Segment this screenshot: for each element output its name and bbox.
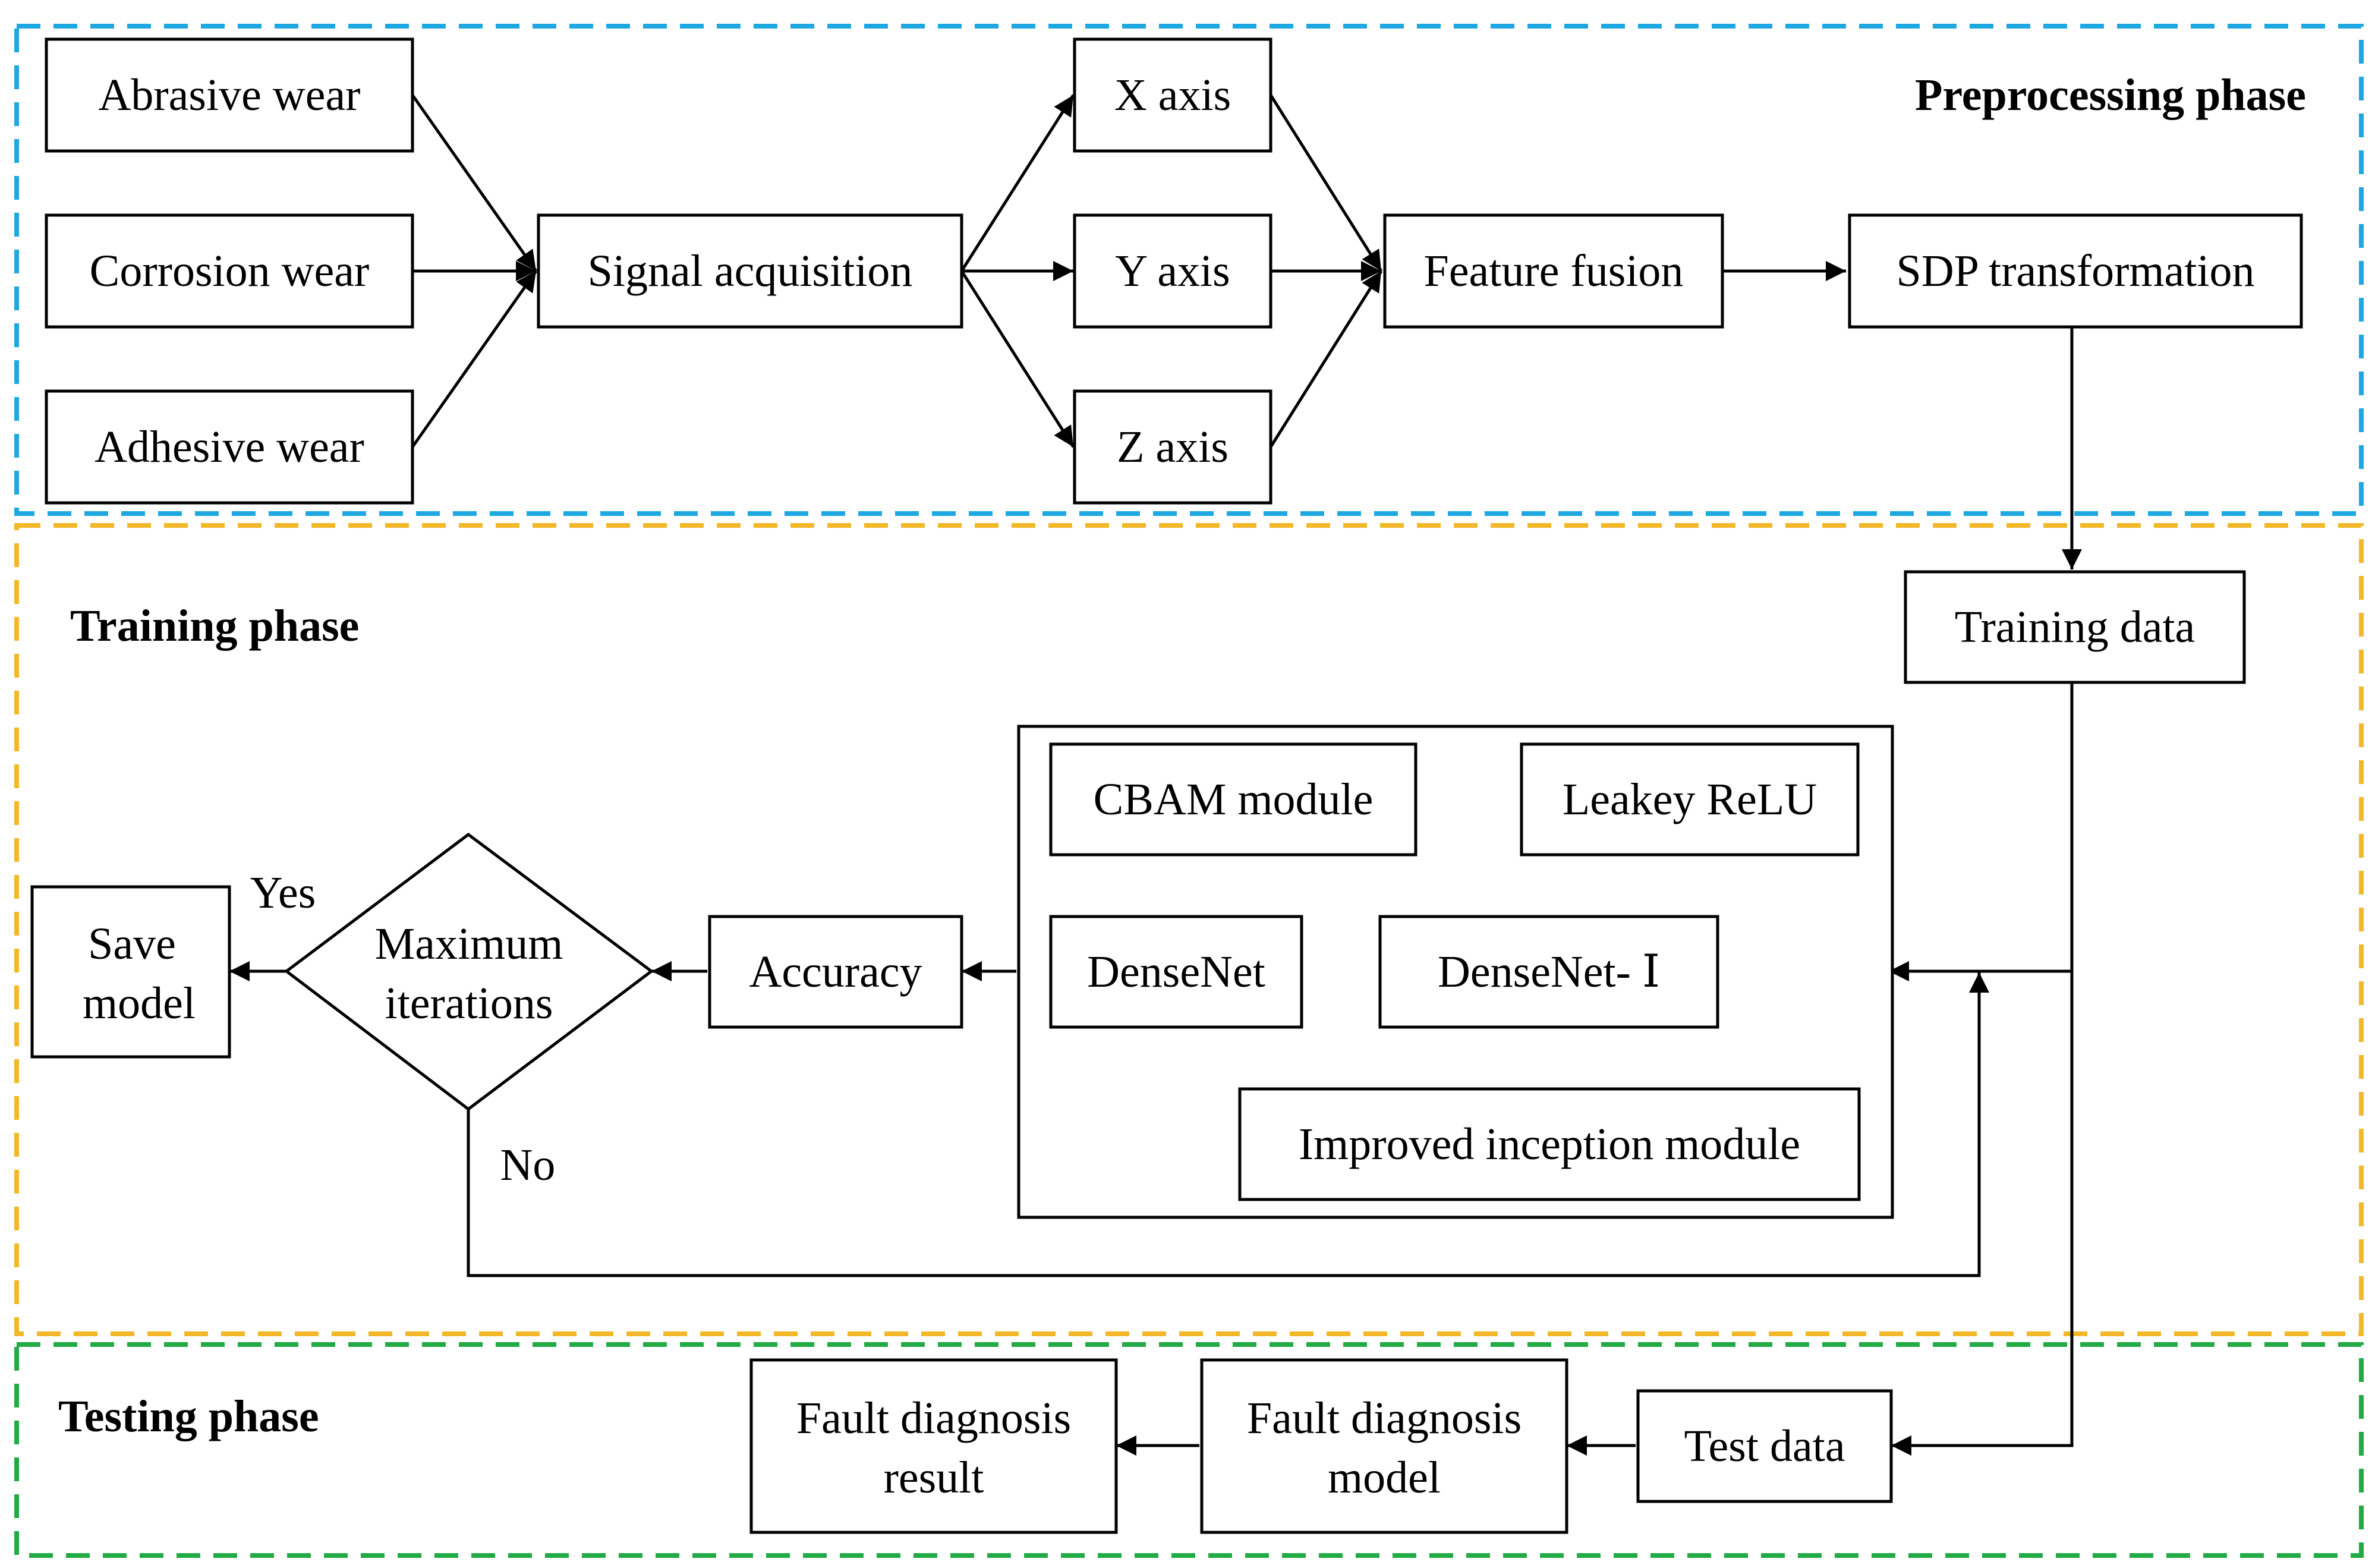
node-save-model: Save model	[30, 885, 231, 1059]
fault-diagnosis-model-label-line-1: Fault diagnosis	[1247, 1393, 1522, 1443]
node-maximum-iterations: Maximum iterations	[283, 832, 654, 1112]
preprocessing-phase-region	[14, 24, 2364, 516]
testing-phase-title: Testing phase	[58, 1391, 319, 1441]
node-fault-diagnosis-result: Fault diagnosis result	[749, 1358, 1118, 1534]
densenet-i-label: DenseNet- Ⅰ	[1438, 947, 1660, 997]
x-axis-label: X axis	[1114, 70, 1231, 120]
y-axis-label: Y axis	[1115, 246, 1230, 296]
node-sdp-transformation: SDP transformation	[1848, 213, 2303, 329]
signal-acquisition-label: Signal acquisition	[588, 246, 913, 296]
adhesive-wear-label: Adhesive wear	[94, 422, 364, 472]
node-training-data: Training data	[1904, 570, 2246, 684]
testing-phase-region	[14, 1342, 2364, 1558]
training-phase-region	[14, 523, 2364, 1336]
node-signal-acquisition: Signal acquisition	[537, 213, 963, 329]
yes-edge-label: Yes	[250, 868, 316, 918]
node-x-axis: X axis	[1073, 37, 1272, 153]
corrosion-wear-label: Corrosion wear	[90, 246, 370, 296]
node-leakey-relu: Leakey ReLU	[1520, 742, 1860, 857]
training-data-label: Training data	[1955, 602, 2195, 652]
abrasive-wear-label: Abrasive wear	[98, 70, 360, 120]
no-edge-label: No	[500, 1140, 556, 1190]
test-data-label: Test data	[1684, 1421, 1845, 1471]
sdp-transformation-label: SDP transformation	[1896, 246, 2254, 296]
improved-inception-label: Improved inception module	[1299, 1119, 1800, 1169]
arrow-z-axis-to-fusion	[1269, 270, 1383, 448]
node-accuracy: Accuracy	[708, 915, 963, 1029]
save-model-label-line-1: Save	[88, 919, 176, 969]
fault-diagnosis-result-label-line-2: result	[884, 1453, 984, 1503]
max-iterations-label-line-2: iterations	[385, 978, 553, 1028]
node-cbam-module: CBAM module	[1049, 742, 1417, 857]
densenet-label: DenseNet	[1087, 947, 1265, 997]
leakey-relu-label: Leakey ReLU	[1563, 774, 1817, 824]
node-corrosion-wear: Corrosion wear	[45, 213, 414, 329]
node-fault-diagnosis-model: Fault diagnosis model	[1200, 1358, 1568, 1534]
arrow-training-data-to-test-data	[1891, 971, 2074, 1456]
connectors	[229, 94, 2082, 1456]
max-iterations-label-line-1: Maximum	[375, 919, 563, 969]
node-densenet-i: DenseNet- Ⅰ	[1378, 915, 1719, 1029]
fault-diagnosis-model-label-line-2: model	[1328, 1453, 1441, 1503]
node-adhesive-wear: Adhesive wear	[45, 389, 414, 505]
node-abrasive-wear: Abrasive wear	[45, 37, 414, 153]
node-feature-fusion: Feature fusion	[1383, 213, 1724, 329]
arrow-signal-to-x-axis	[960, 94, 1075, 272]
accuracy-label: Accuracy	[749, 947, 922, 997]
cbam-module-label: CBAM module	[1094, 774, 1374, 824]
feature-fusion-label: Feature fusion	[1424, 246, 1684, 296]
arrow-no-loop-back	[467, 972, 1989, 1277]
arrow-x-axis-to-fusion	[1269, 94, 1383, 272]
arrow-abrasive-to-signal	[411, 94, 538, 272]
node-z-axis: Z axis	[1073, 389, 1272, 505]
arrow-signal-to-z-axis	[960, 270, 1075, 448]
fault-diagnosis-result-label-line-1: Fault diagnosis	[796, 1393, 1071, 1443]
arrow-adhesive-to-signal	[411, 270, 538, 448]
save-model-label-line-2: model	[83, 978, 196, 1028]
node-test-data: Test data	[1636, 1389, 1893, 1503]
node-improved-inception-module: Improved inception module	[1238, 1087, 1861, 1201]
arrow-training-data-to-network	[1889, 682, 2074, 981]
preprocessing-phase-title: Preprocessing phase	[1915, 70, 2306, 120]
z-axis-label: Z axis	[1117, 422, 1228, 472]
node-y-axis: Y axis	[1073, 213, 1272, 329]
node-densenet: DenseNet	[1049, 915, 1303, 1029]
training-phase-title: Training phase	[70, 601, 359, 651]
